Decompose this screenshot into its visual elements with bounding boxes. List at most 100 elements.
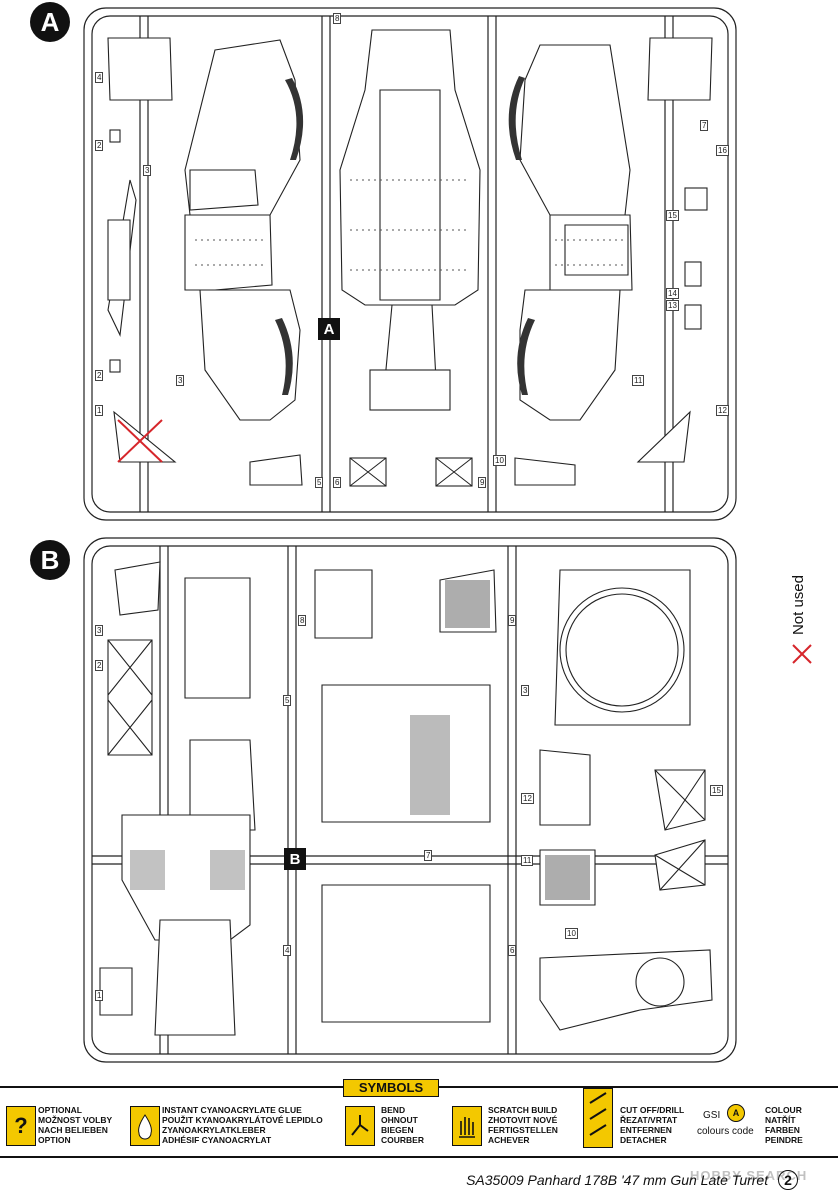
hand-icon: [452, 1106, 482, 1146]
symbol-line: ZHOTOVIT NOVÉ: [488, 1115, 558, 1125]
bracket-15: [684, 187, 708, 211]
sprue-a-frame-tag: A: [318, 318, 340, 340]
hull-floor-part: [339, 29, 481, 411]
symbol-line: ADHÉSIF CYANOACRYLAT: [162, 1135, 272, 1145]
symbol-line: OHNOUT: [381, 1115, 418, 1125]
part-number: 3: [176, 375, 185, 386]
symbol-line: ENTFERNEN: [620, 1125, 672, 1135]
part-number: 9: [478, 477, 487, 488]
symbol-colour: COLOUR NATŘÍT FARBEN PEINDRE: [765, 1105, 803, 1145]
plate-part-2: [107, 639, 153, 756]
symbol-line: POUŽIT KYANOAKRYLÁTOVÉ LEPIDLO: [162, 1115, 323, 1125]
symbol-line: DETACHER: [620, 1135, 667, 1145]
not-used-cross-a: [117, 419, 163, 463]
part-number: 3: [521, 685, 530, 696]
turret-rear: [321, 884, 491, 1023]
sprue-b-inner-runner: [91, 545, 729, 1055]
part-number: 7: [700, 120, 709, 131]
right-fender-part: [519, 44, 633, 421]
symbol-line: BIEGEN: [381, 1125, 414, 1135]
symbol-line: colours code: [697, 1126, 754, 1137]
bend-icon: [345, 1106, 375, 1146]
sprue-b-frame: [83, 537, 737, 1063]
box-part-15b: [654, 839, 706, 891]
part-number: 10: [493, 455, 506, 466]
part-number: 1: [95, 990, 104, 1001]
symbol-line: GSI: [703, 1110, 721, 1121]
sprue-b-frame-tag: B: [284, 848, 306, 870]
part-number: 1: [95, 405, 104, 416]
symbol-scratch-build: SCRATCH BUILD ZHOTOVIT NOVÉ FERTIGSTELLE…: [488, 1105, 558, 1145]
grid-plate-12: [539, 749, 591, 826]
symbol-line: ZYANOAKRYLATKLEBER: [162, 1125, 266, 1135]
page-number: 2: [778, 1170, 798, 1190]
sprue-a-frame-tag-text: A: [323, 320, 335, 338]
symbol-line: ACHEVER: [488, 1135, 530, 1145]
gsi-colour-icon: A GSI colours code: [697, 1104, 754, 1137]
wheel-arch-grilles: [275, 76, 535, 395]
symbol-line: CUT OFF/DRILL: [620, 1105, 685, 1115]
part-number: 2: [95, 140, 104, 151]
part-number: 6: [333, 477, 342, 488]
sprue-a-label: A: [30, 2, 70, 42]
sprue-b-outer-runner: [83, 537, 737, 1063]
symbol-glue: INSTANT CYANOACRYLATE GLUE POUŽIT KYANOA…: [162, 1105, 323, 1145]
engine-part-left: [107, 37, 173, 101]
hatch-ring: [635, 957, 685, 1007]
wedge-part-right: [636, 410, 691, 463]
symbol-line: FARBEN: [765, 1125, 800, 1135]
not-used-text: Not used: [790, 575, 807, 636]
base-plate-10: [539, 949, 713, 1031]
part-number: 5: [315, 477, 324, 488]
small-plate-10: [514, 457, 576, 486]
symbol-line: PEINDRE: [765, 1135, 803, 1145]
bracket-13: [684, 304, 702, 330]
question-icon: ?: [6, 1106, 36, 1146]
sprue-b-letter: B: [40, 544, 60, 575]
symbol-line: COLOUR: [765, 1105, 802, 1115]
symbol-line: FERTIGSTELLEN: [488, 1125, 558, 1135]
part-number: 14: [666, 288, 679, 299]
part-number: 11: [521, 855, 534, 866]
plate-part-3: [114, 561, 161, 616]
sprue-a-letter: A: [40, 6, 60, 37]
symbol-cut-off: CUT OFF/DRILL ŘEZAT/VRTAT ENTFERNEN DETA…: [620, 1105, 684, 1145]
grille-slats-9: [445, 580, 490, 628]
part-number: 10: [565, 928, 578, 939]
part-number: 6: [508, 945, 517, 956]
grille-slats-11: [545, 855, 590, 900]
sprue-b-label: B: [30, 540, 70, 580]
part-number: 3: [95, 625, 104, 636]
hatch-part: [184, 577, 251, 699]
symbol-line: SCRATCH BUILD: [488, 1105, 558, 1115]
symbol-line: BEND: [381, 1105, 406, 1115]
part-number: 4: [95, 72, 104, 83]
symbol-bend: BEND OHNOUT BIEGEN COURBER: [381, 1105, 424, 1145]
grille-slats-turret: [410, 715, 450, 815]
part-number: 2: [95, 370, 104, 381]
box-part-15a: [654, 769, 706, 831]
part-number: 11: [632, 375, 645, 386]
engine-part-right: [647, 37, 713, 101]
symbol-line: OPTION: [38, 1135, 71, 1145]
part-number: 15: [710, 785, 723, 796]
sprue-b-frame-tag-text: B: [289, 850, 301, 868]
red-cross-icon: [792, 644, 812, 664]
deck-rear: [154, 919, 236, 1036]
small-part-1: [99, 967, 133, 1016]
small-plate-5: [249, 454, 303, 486]
small-part-2a: [109, 129, 121, 143]
symbol-optional: OPTIONAL MOŽNOST VOLBY NACH BELIEBEN OPT…: [38, 1105, 112, 1145]
symbols-title: SYMBOLS: [343, 1079, 439, 1097]
symbol-line: INSTANT CYANOACRYLATE GLUE: [162, 1105, 302, 1115]
legend-bottom-rule: [0, 1156, 838, 1158]
not-used-note: Not used: [790, 575, 807, 635]
symbol-line: COURBER: [381, 1135, 424, 1145]
symbol-line: NATŘÍT: [765, 1115, 796, 1125]
small-part-2b: [109, 359, 121, 373]
symbol-line: MOŽNOST VOLBY: [38, 1115, 113, 1125]
part-number: 12: [716, 405, 729, 416]
part-number: 8: [333, 13, 342, 24]
footer-title: SA35009 Panhard 178B '47 mm Gun Late Tur…: [466, 1172, 769, 1188]
part-number: 7: [424, 850, 433, 861]
